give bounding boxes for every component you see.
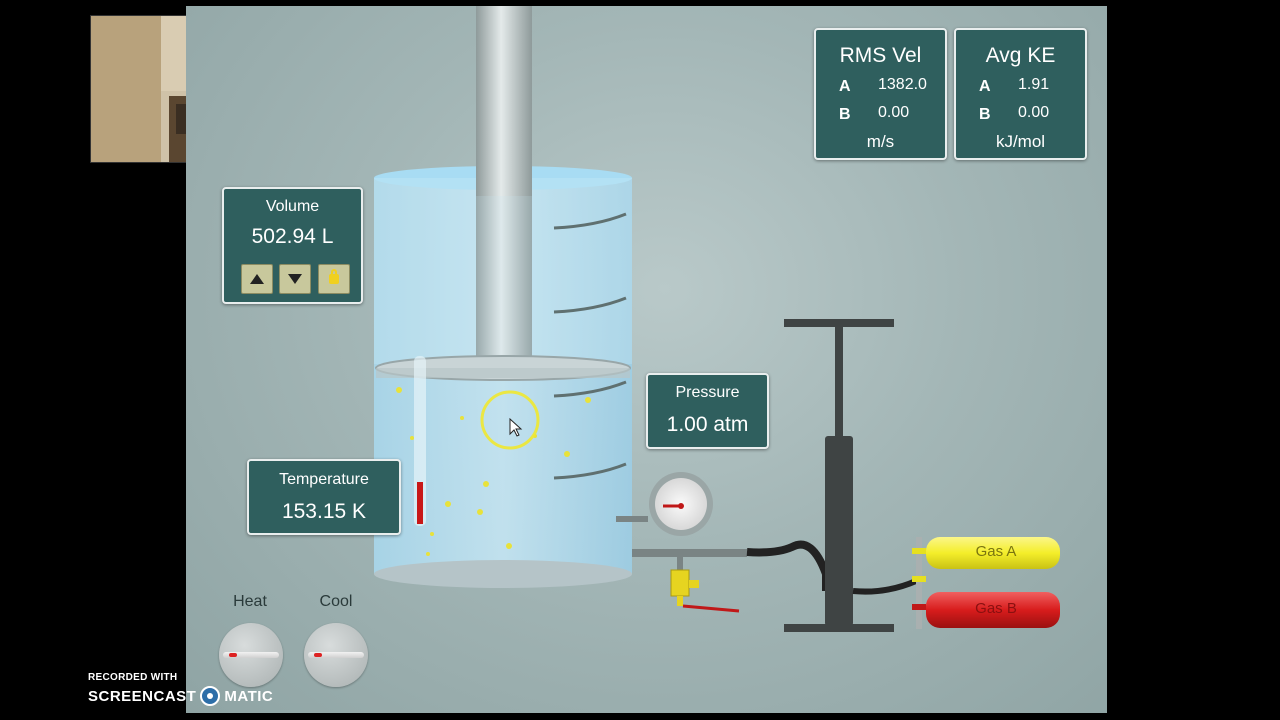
ke-b-label: B [979, 106, 991, 123]
pump-gas-hose [852, 578, 918, 595]
gas-particles [396, 387, 591, 556]
arrow-down-icon [288, 274, 302, 284]
pump-base [784, 624, 894, 632]
rms-b-label: B [839, 106, 851, 123]
watermark: RECORDED WITH SCREENCAST MATIC [88, 672, 273, 706]
ke-unit: kJ/mol [995, 132, 1046, 151]
rms-title: RMS Vel [839, 44, 922, 67]
pressure-panel: Pressure 1.00 atm [646, 373, 769, 449]
valve-body [670, 569, 690, 597]
gas-b-label[interactable]: Gas B [975, 600, 1017, 617]
ke-b-value: 0.00 [1018, 104, 1050, 121]
volume-panel: Volume 502.94 L [222, 187, 363, 304]
watermark-line1: RECORDED WITH [88, 672, 178, 683]
volume-title: Volume [265, 198, 320, 215]
rms-a-value: 1382.0 [878, 76, 927, 93]
cool-label: Cool [319, 593, 353, 610]
avg-ke-panel: Avg KE A 1.91 B 0.00 kJ/mol [954, 28, 1087, 160]
pump-barrel [825, 436, 853, 626]
cool-knob[interactable] [304, 623, 368, 687]
watermark-logo-icon [200, 686, 221, 706]
volume-value: 502.94 L [251, 225, 334, 248]
rms-a-label: A [839, 78, 851, 95]
ke-a-value: 1.91 [1018, 76, 1050, 93]
volume-lock-button[interactable] [318, 264, 350, 294]
graduation-mark [553, 462, 627, 480]
pressure-title: Pressure [675, 384, 740, 401]
valve-handle [682, 604, 740, 613]
gas-pipe [632, 549, 747, 557]
graduation-mark [553, 380, 627, 398]
mouse-cursor [509, 417, 523, 437]
graduation-mark [553, 212, 627, 230]
temperature-title: Temperature [279, 471, 369, 488]
thermometer-liquid [417, 482, 423, 524]
temperature-panel: Temperature 153.15 K [247, 459, 401, 535]
rms-b-value: 0.00 [878, 104, 910, 121]
cylinder-base [374, 560, 632, 588]
temperature-value: 153.15 K [281, 500, 367, 523]
pump-handle [784, 319, 894, 327]
gas-b-tank [926, 592, 1060, 628]
gas-a-tank [926, 537, 1060, 569]
rms-unit: m/s [866, 132, 895, 151]
lock-icon [329, 269, 339, 284]
watermark-line2a: SCREENCAST [88, 687, 197, 705]
simulation-area: RMS Vel A 1382.0 B 0.00 m/s Avg KE A 1.9… [186, 6, 1107, 713]
heat-knob[interactable] [219, 623, 283, 687]
graduation-mark [553, 296, 627, 314]
watermark-line2b: MATIC [224, 687, 274, 705]
heat-label: Heat [233, 593, 267, 610]
rms-velocity-panel: RMS Vel A 1382.0 B 0.00 m/s [814, 28, 947, 160]
ke-a-label: A [979, 78, 991, 95]
pressure-value: 1.00 atm [666, 413, 749, 436]
volume-decrease-button[interactable] [279, 264, 311, 294]
piston-rod [476, 6, 532, 196]
ke-title: Avg KE [985, 44, 1056, 67]
gas-a-label[interactable]: Gas A [975, 543, 1017, 560]
pump-hose [746, 540, 830, 591]
cursor-highlight [480, 390, 540, 450]
arrow-up-icon [250, 274, 264, 284]
apparatus-drawing [374, 6, 1060, 632]
volume-increase-button[interactable] [241, 264, 273, 294]
